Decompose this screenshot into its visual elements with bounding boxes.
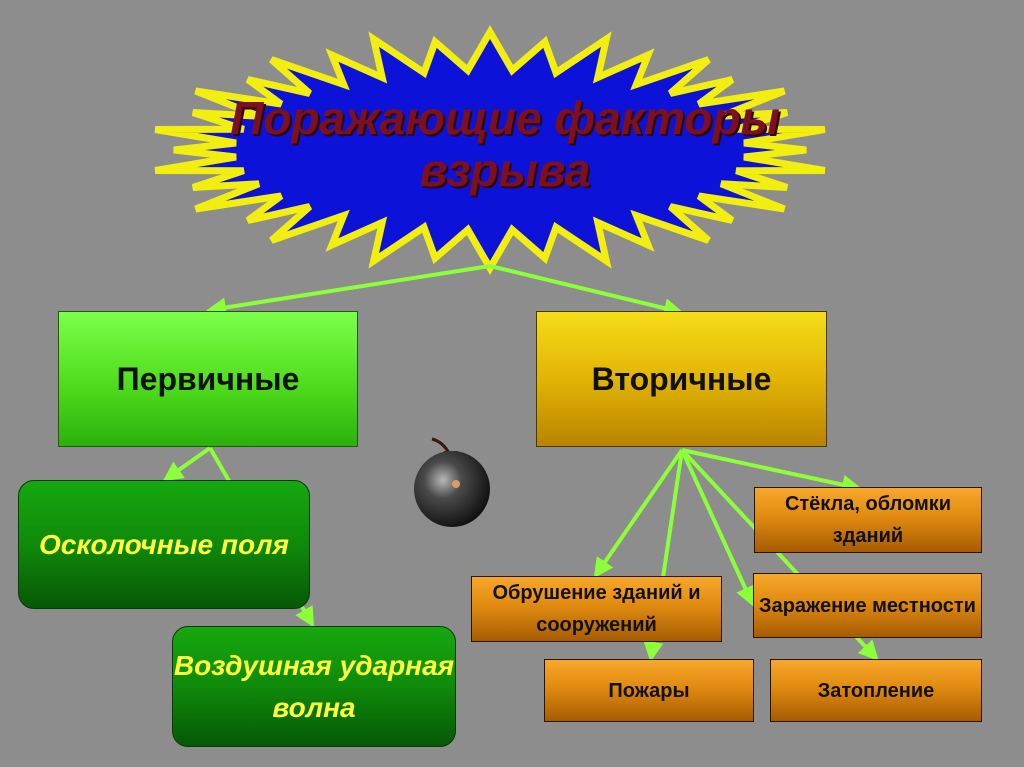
building-collapse-box: Обрушение зданий и сооружений [471, 576, 722, 642]
blast-wave-box: Воздушная ударная волна [172, 626, 456, 747]
arrow-secondary-contamination [680, 449, 755, 607]
fragmentation-fields-box: Осколочные поля [18, 480, 310, 609]
arrow-title-primary [206, 264, 491, 318]
arrow-title-secondary [489, 264, 684, 318]
fires-box: Пожары [544, 659, 754, 722]
arrow-secondary-collapse [593, 448, 684, 579]
diagram-title: Поражающие факторы взрыва [230, 92, 780, 196]
area-contamination-box: Заражение местности [753, 573, 982, 638]
arrow-primary-fragments [162, 446, 212, 482]
arrow-secondary-glass [681, 448, 862, 495]
glass-debris-box: Стёкла, обломки зданий [754, 487, 982, 553]
flooding-box: Затопление [770, 659, 982, 722]
bomb-icon [414, 437, 490, 527]
secondary-factors-box: Вторичные [536, 311, 827, 447]
primary-factors-box: Первичные [58, 311, 358, 447]
